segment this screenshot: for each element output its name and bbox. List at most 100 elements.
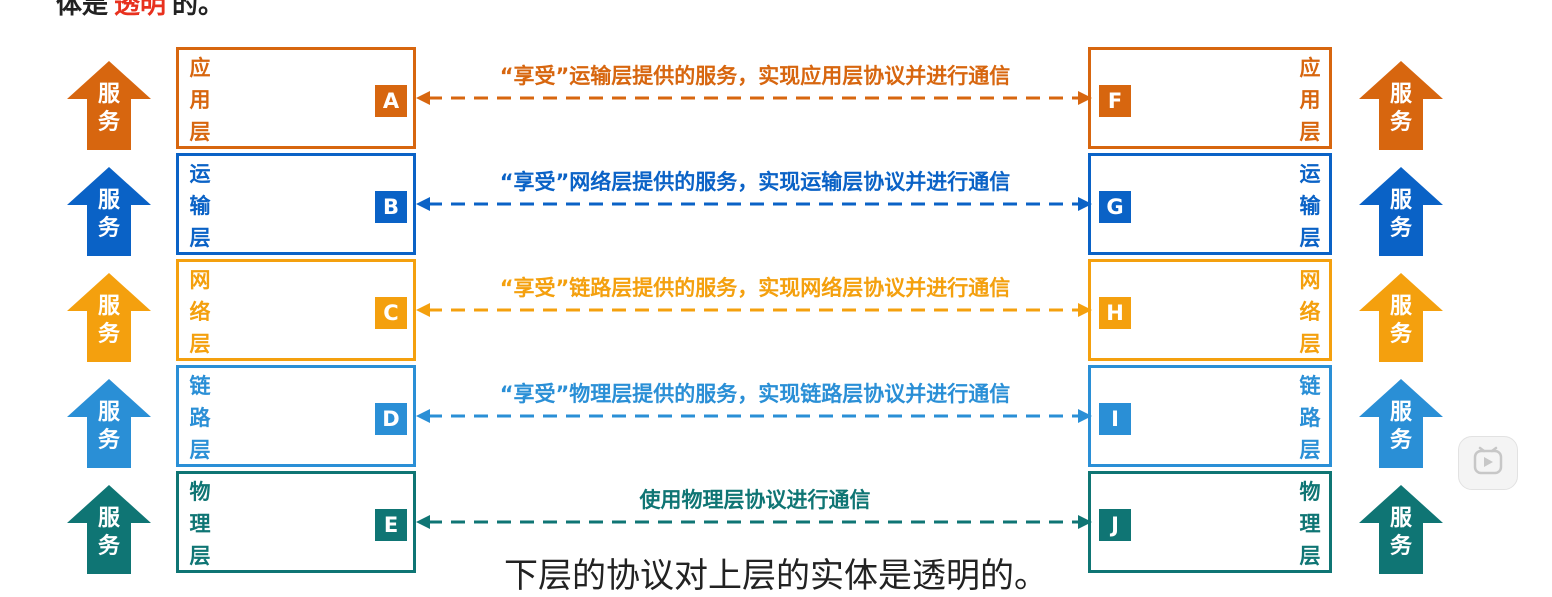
right-service-label: 服务 bbox=[1358, 399, 1444, 455]
left-service-label: 服务 bbox=[66, 293, 152, 349]
layer-name-char: 输 bbox=[189, 194, 211, 218]
layer-name-char: 路 bbox=[189, 406, 211, 430]
left-layer-box-physical: 物理层 E bbox=[176, 471, 416, 573]
right-layer-name-transport: 运输层 bbox=[1295, 158, 1325, 254]
right-layer-name-physical: 物理层 bbox=[1295, 476, 1325, 572]
service-label-char: 服 bbox=[1389, 188, 1412, 213]
service-label-char: 服 bbox=[1389, 400, 1412, 425]
left-service-label: 服务 bbox=[66, 81, 152, 137]
left-layer-name-transport: 运输层 bbox=[185, 158, 215, 254]
peer-communication-arrow-network bbox=[416, 303, 1092, 317]
layer-name-char: 络 bbox=[189, 300, 211, 324]
right-service-arrow-datalink bbox=[1359, 379, 1443, 468]
layer-name-char: 路 bbox=[1299, 406, 1321, 430]
right-layer-box-application: 应用层 F bbox=[1088, 47, 1332, 149]
layer-name-char: 层 bbox=[189, 226, 211, 250]
header-prefix: 体是 bbox=[56, 0, 109, 20]
right-layer-box-network: 网络层 H bbox=[1088, 259, 1332, 361]
layer-name-char: 络 bbox=[1299, 300, 1321, 324]
right-service-label: 服务 bbox=[1358, 81, 1444, 137]
layer-name-char: 输 bbox=[1299, 194, 1321, 218]
layer-name-char: 层 bbox=[189, 438, 211, 462]
entity-F: F bbox=[1099, 85, 1131, 117]
layer-name-char: 物 bbox=[189, 480, 211, 504]
left-service-arrow-application bbox=[67, 61, 151, 150]
layer-name-char: 物 bbox=[1299, 480, 1321, 504]
right-service-arrow-transport bbox=[1359, 167, 1443, 256]
peer-communication-arrow-physical bbox=[416, 515, 1092, 529]
left-service-label: 服务 bbox=[66, 399, 152, 455]
layer-name-char: 链 bbox=[1299, 374, 1321, 398]
service-label-char: 务 bbox=[1389, 428, 1412, 453]
peer-communication-text-datalink: “享受”物理层提供的服务，实现链路层协议并进行通信 bbox=[499, 382, 1011, 406]
right-service-arrow-application bbox=[1359, 61, 1443, 150]
service-label-char: 服 bbox=[97, 82, 120, 107]
layer-name-char: 理 bbox=[189, 512, 211, 536]
layer-name-char: 运 bbox=[189, 162, 211, 186]
entity-H: H bbox=[1099, 297, 1131, 329]
service-label-char: 务 bbox=[1389, 110, 1412, 135]
entity-A: A bbox=[375, 85, 407, 117]
left-service-arrow-physical bbox=[67, 485, 151, 574]
service-label-char: 服 bbox=[97, 400, 120, 425]
peer-communication-text-application: “享受”运输层提供的服务，实现应用层协议并进行通信 bbox=[499, 64, 1011, 88]
peer-communication-text-physical: 使用物理层协议进行通信 bbox=[639, 488, 871, 512]
layer-name-char: 用 bbox=[189, 88, 211, 112]
layer-name-char: 用 bbox=[1299, 88, 1321, 112]
right-service-label: 服务 bbox=[1358, 293, 1444, 349]
layer-name-char: 层 bbox=[1299, 332, 1321, 356]
service-label-char: 服 bbox=[1389, 294, 1412, 319]
right-layer-name-datalink: 链路层 bbox=[1295, 370, 1325, 466]
layer-name-char: 层 bbox=[1299, 544, 1321, 568]
service-label-char: 务 bbox=[97, 428, 120, 453]
right-layer-box-datalink: 链路层 I bbox=[1088, 365, 1332, 467]
service-label-char: 服 bbox=[1389, 506, 1412, 531]
entity-D: D bbox=[375, 403, 407, 435]
service-label-char: 服 bbox=[1389, 82, 1412, 107]
header-text: 体是透明的。 bbox=[56, 0, 224, 21]
right-service-arrow-physical bbox=[1359, 485, 1443, 574]
layer-name-char: 层 bbox=[189, 544, 211, 568]
right-layer-name-application: 应用层 bbox=[1295, 52, 1325, 148]
right-service-label: 服务 bbox=[1358, 187, 1444, 243]
left-service-label: 服务 bbox=[66, 187, 152, 243]
entity-C: C bbox=[375, 297, 407, 329]
right-service-arrow-network bbox=[1359, 273, 1443, 362]
layer-name-char: 网 bbox=[1299, 268, 1321, 292]
left-layer-box-application: 应用层 A bbox=[176, 47, 416, 149]
left-service-arrow-transport bbox=[67, 167, 151, 256]
layer-name-char: 应 bbox=[1299, 56, 1321, 80]
play-button[interactable] bbox=[1458, 436, 1518, 490]
service-label-char: 务 bbox=[1389, 534, 1412, 559]
left-service-arrow-datalink bbox=[67, 379, 151, 468]
left-layer-name-datalink: 链路层 bbox=[185, 370, 215, 466]
left-layer-box-datalink: 链路层 D bbox=[176, 365, 416, 467]
layer-name-char: 链 bbox=[189, 374, 211, 398]
left-layer-name-physical: 物理层 bbox=[185, 476, 215, 572]
left-layer-name-network: 网络层 bbox=[185, 264, 215, 360]
left-service-label: 服务 bbox=[66, 505, 152, 561]
layer-name-char: 层 bbox=[1299, 120, 1321, 144]
entity-E: E bbox=[375, 509, 407, 541]
play-icon bbox=[1473, 446, 1503, 475]
header-highlight: 透明 bbox=[114, 0, 167, 20]
left-layer-box-network: 网络层 C bbox=[176, 259, 416, 361]
layer-name-char: 层 bbox=[189, 120, 211, 144]
right-service-label: 服务 bbox=[1358, 505, 1444, 561]
service-label-char: 务 bbox=[1389, 216, 1412, 241]
service-label-char: 务 bbox=[97, 216, 120, 241]
peer-communication-arrow-transport bbox=[416, 197, 1092, 211]
entity-J: J bbox=[1099, 509, 1131, 541]
entity-G: G bbox=[1099, 191, 1131, 223]
layer-name-char: 运 bbox=[1299, 162, 1321, 186]
service-label-char: 务 bbox=[1389, 322, 1412, 347]
service-label-char: 务 bbox=[97, 534, 120, 559]
video-subtitle: 下层的协议对上层的实体是透明的。 bbox=[504, 556, 1048, 596]
layer-name-char: 应 bbox=[189, 56, 211, 80]
service-label-char: 务 bbox=[97, 322, 120, 347]
peer-communication-arrow-application bbox=[416, 91, 1092, 105]
entity-I: I bbox=[1099, 403, 1131, 435]
layer-name-char: 理 bbox=[1299, 512, 1321, 536]
service-label-char: 服 bbox=[97, 188, 120, 213]
